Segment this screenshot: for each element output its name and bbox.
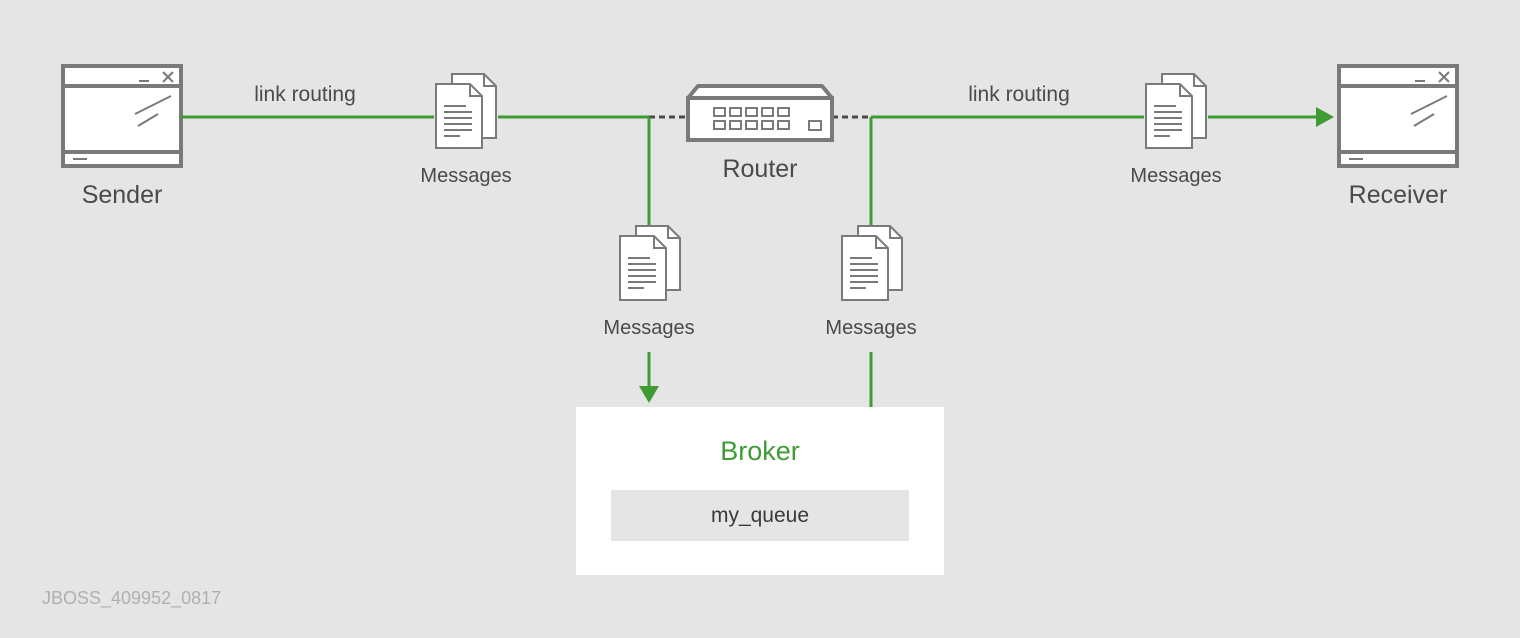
messages-from-broker-icon xyxy=(841,225,903,301)
broker-label: Broker xyxy=(720,436,800,466)
messages-to-broker-icon xyxy=(619,225,681,301)
receiver-window-icon xyxy=(1337,64,1459,168)
queue-box xyxy=(611,490,909,541)
broker-box: Broker my_queue xyxy=(576,407,944,575)
sender-label: Sender xyxy=(82,181,163,209)
link-routing-right-label: link routing xyxy=(968,83,1070,106)
messages-from-broker-label: Messages xyxy=(825,317,916,339)
arrow-to-receiver-icon xyxy=(1316,107,1334,127)
messages-receiver-side-label: Messages xyxy=(1130,165,1221,187)
router-label: Router xyxy=(722,155,797,183)
sender-window-icon xyxy=(61,64,183,168)
receiver-label: Receiver xyxy=(1349,181,1448,209)
messages-sender-side-icon xyxy=(434,72,498,150)
arrow-to-broker-icon xyxy=(639,386,659,403)
messages-sender-side-label: Messages xyxy=(420,165,511,187)
router-switch-icon xyxy=(686,84,834,142)
messages-to-broker-label: Messages xyxy=(603,317,694,339)
queue-label: my_queue xyxy=(711,504,809,527)
figure-id-watermark: JBOSS_409952_0817 xyxy=(42,588,221,609)
messages-receiver-side-icon xyxy=(1144,72,1208,150)
link-routing-left-label: link routing xyxy=(254,83,356,106)
